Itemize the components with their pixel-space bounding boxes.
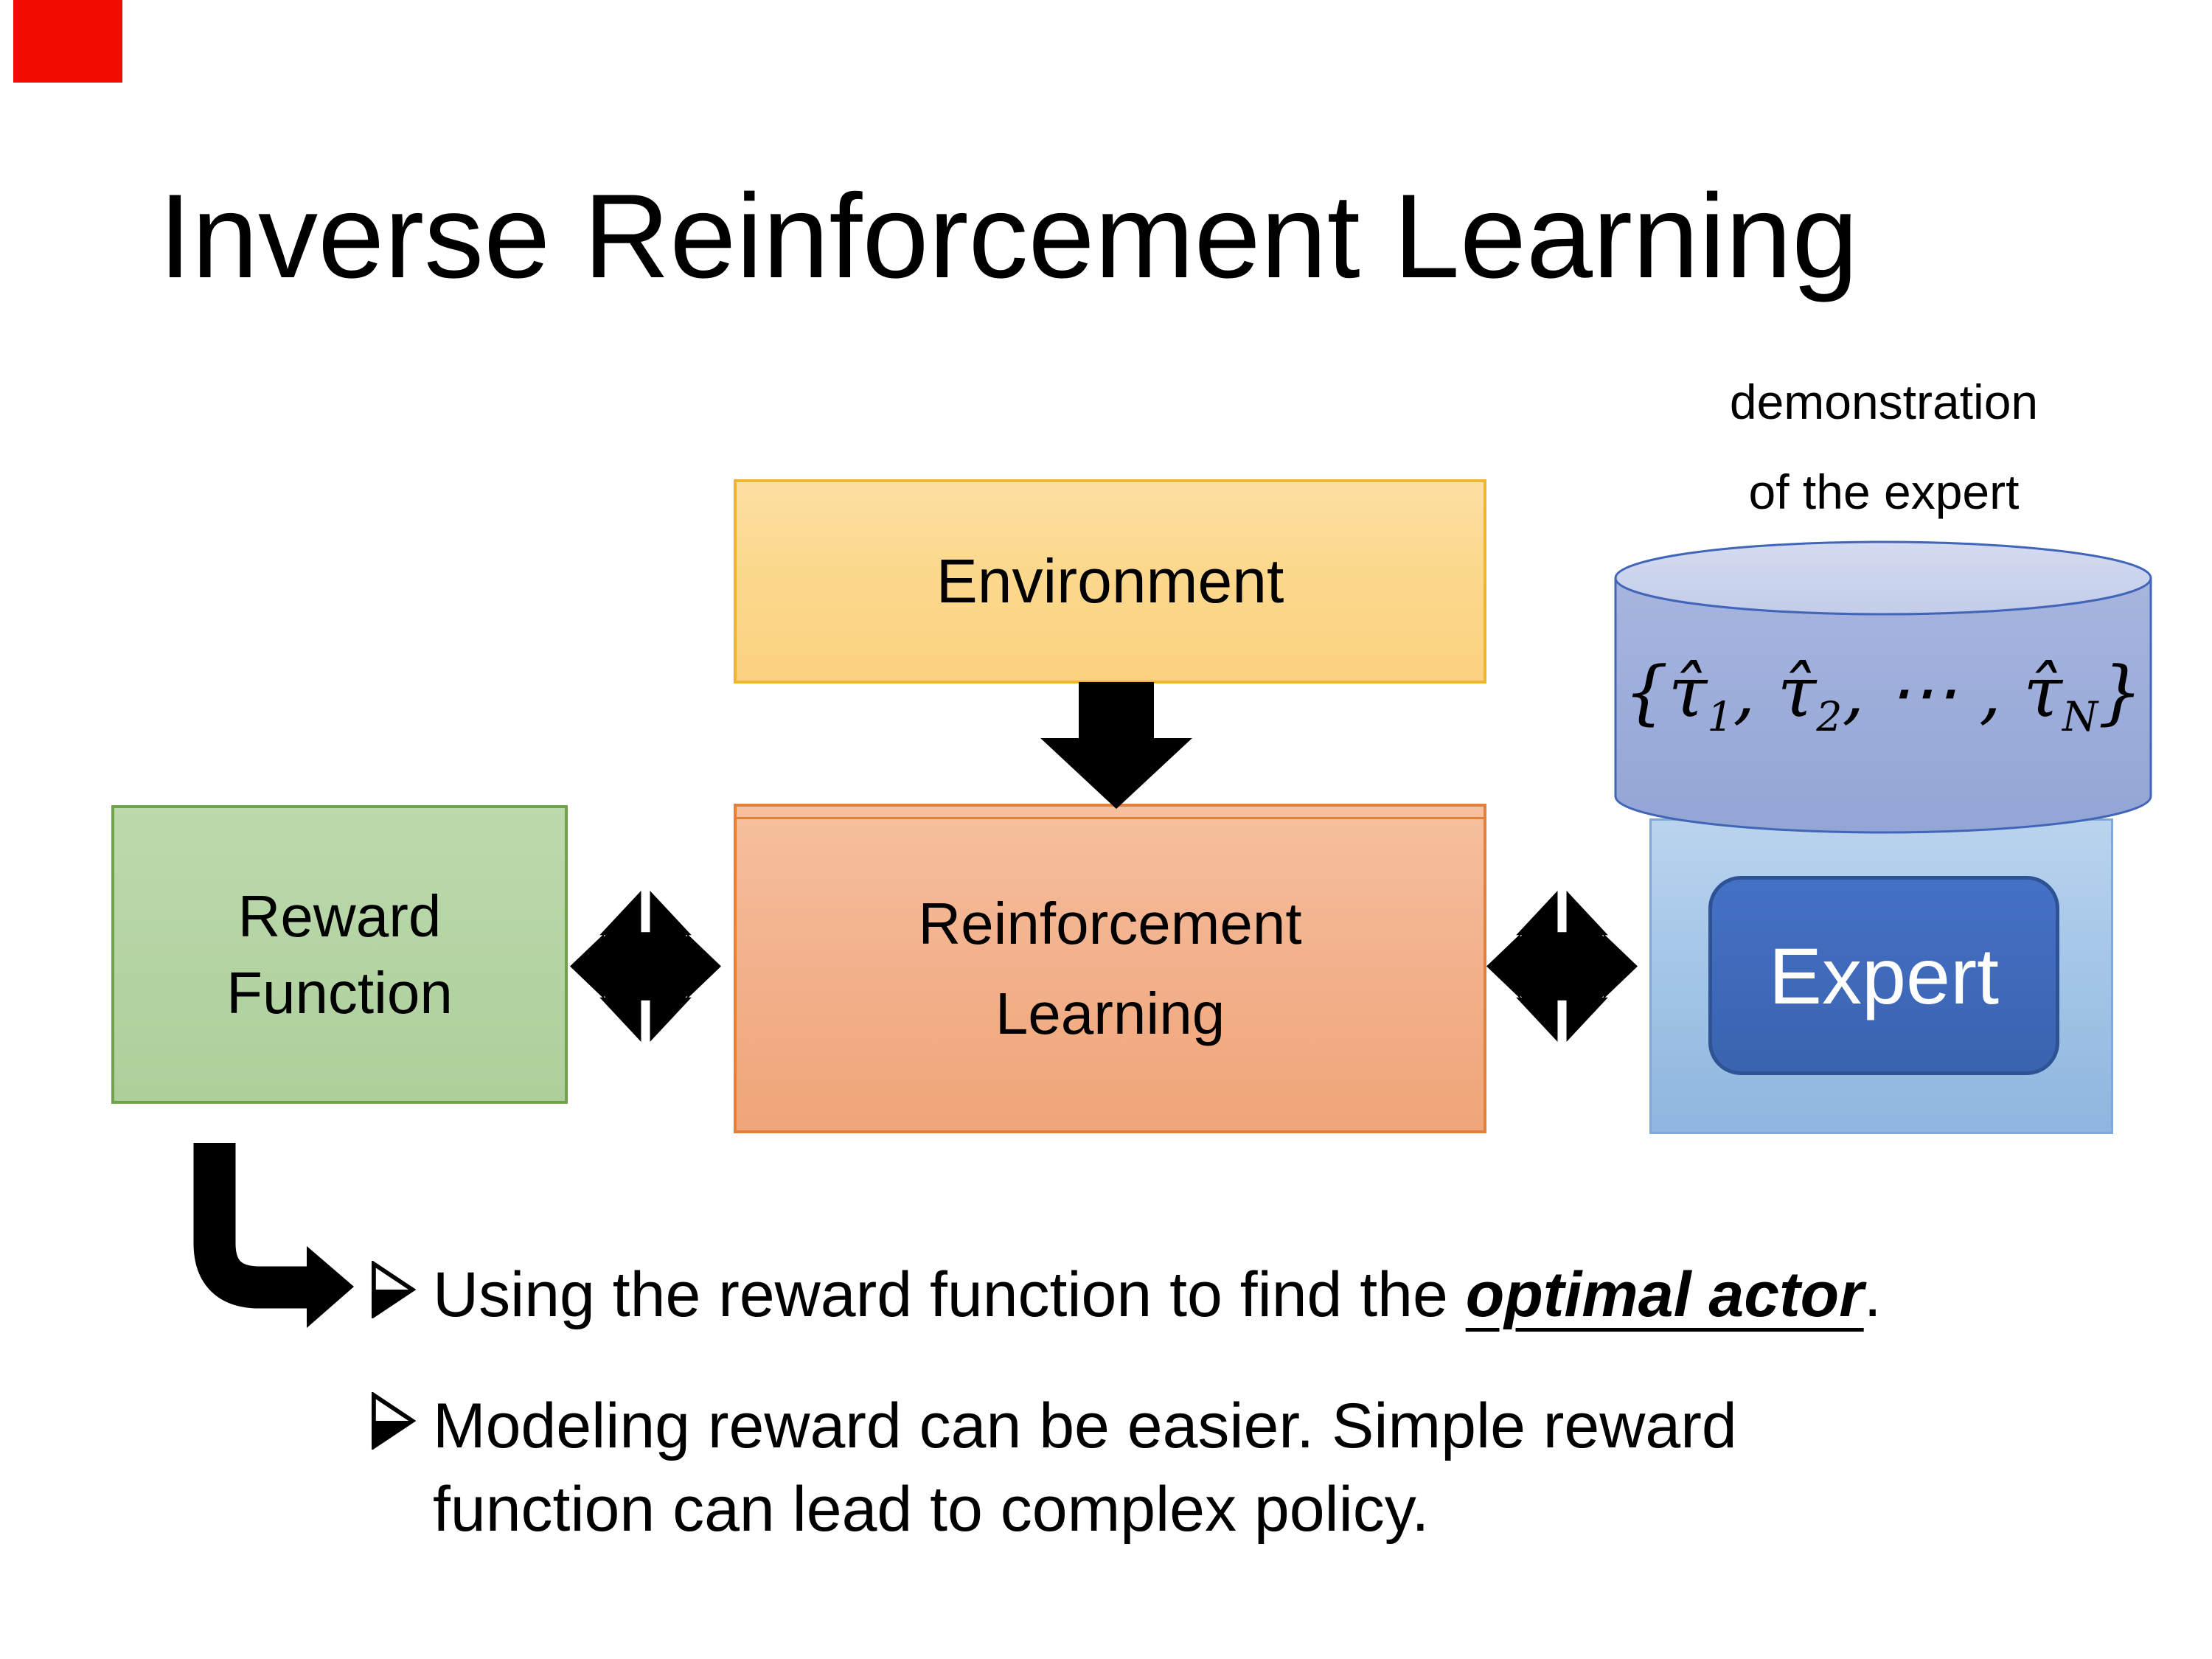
trajectory-formula: {τ̂1, τ̂2, ⋯ , τ̂N} xyxy=(1612,652,2154,737)
formula-part: } xyxy=(2098,652,2143,733)
reinforcement-learning-box: Reinforcement Learning xyxy=(734,804,1486,1133)
bullet-item-1: Using the reward function to find the op… xyxy=(371,1253,1882,1337)
environment-box: Environment xyxy=(734,479,1486,684)
rl-label-line1: Reinforcement xyxy=(918,890,1302,956)
reward-function-label-line1: Reward xyxy=(237,883,442,949)
demonstration-annotation-line1: demonstration xyxy=(1729,375,2039,429)
red-corner-mark xyxy=(13,0,122,83)
reward-function-label-line2: Function xyxy=(226,959,453,1026)
bullet-item-2: Modeling reward can be easier. Simple re… xyxy=(371,1385,1737,1551)
bullet-2-text: Modeling reward can be easier. Simple re… xyxy=(433,1385,1737,1551)
database-cylinder-icon xyxy=(1614,540,2152,834)
bullet-2-line1: Modeling reward can be easier. Simple re… xyxy=(433,1391,1737,1461)
expert-box: Expert xyxy=(1708,876,2059,1075)
down-arrow-icon xyxy=(1040,682,1192,809)
exchange-arrow-left-icon xyxy=(570,891,721,1042)
expert-label: Expert xyxy=(1768,931,2000,1020)
arrowhead-bullet-icon xyxy=(371,1261,417,1318)
environment-label: Environment xyxy=(936,546,1284,616)
exchange-arrow-right-icon xyxy=(1486,891,1638,1042)
elbow-arrow-icon xyxy=(193,1143,354,1328)
formula-part: , ⋯ , τ̂ xyxy=(1842,652,2062,733)
rl-box-inner-border xyxy=(737,817,1484,819)
reward-function-box: Reward Function xyxy=(111,805,568,1104)
formula-subscript: 2 xyxy=(1816,693,1843,740)
demonstration-annotation-line2: of the expert xyxy=(1748,465,2020,519)
demonstration-annotation: demonstration of the expert xyxy=(1626,357,2142,537)
arrowhead-bullet-icon xyxy=(371,1392,417,1450)
bullet-2-line2: function can lead to complex policy. xyxy=(433,1474,1430,1545)
formula-subscript: N xyxy=(2062,693,2098,740)
formula-subscript: 1 xyxy=(1707,693,1733,740)
bullet-1-post: . xyxy=(1863,1259,1882,1330)
rl-label-line2: Learning xyxy=(995,980,1225,1046)
bullet-1-emphasis: optimal actor xyxy=(1465,1259,1864,1330)
bullet-1-text: Using the reward function to find the op… xyxy=(433,1253,1882,1337)
formula-part: {τ̂ xyxy=(1624,652,1708,733)
bullet-1-pre: Using the reward function to find the xyxy=(433,1259,1466,1330)
formula-part: , τ̂ xyxy=(1733,652,1817,733)
slide-title: Inverse Reinforcement Learning xyxy=(159,170,1859,303)
